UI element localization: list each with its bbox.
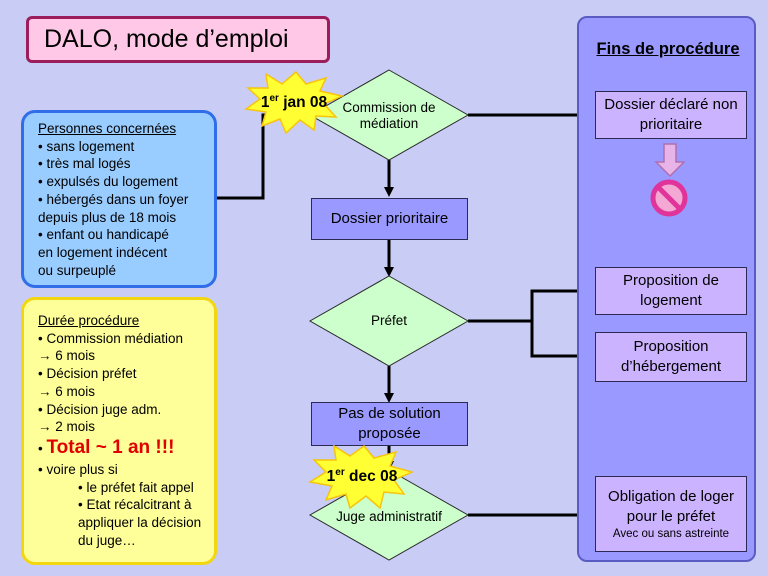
duration-condition: • le préfet fait appel [78, 479, 194, 495]
starburst-icon [244, 70, 345, 135]
duration-condition: appliquer la décision [78, 515, 202, 531]
duration-line: → 6 mois [38, 348, 96, 364]
duration-line: • Décision préfet [38, 366, 137, 382]
persons-line: ou surpeuplé [38, 262, 117, 278]
duration-line: • Commission médiation [38, 330, 184, 346]
total-bullet: • [38, 440, 47, 456]
duration-total: Total ~ 1 an !!! [46, 436, 175, 458]
duration-condition: du juge… [78, 532, 136, 548]
persons-line: depuis plus de 18 mois [38, 209, 177, 225]
juge-label: Juge administratif [336, 509, 442, 524]
persons-line: • sans logement [38, 138, 135, 154]
persons-box: Personnes concernées • sans logement • t… [21, 110, 217, 288]
ends-title: Fins de procédure [596, 40, 740, 58]
persons-line: • très mal logés [38, 156, 131, 172]
connector-prefet-hebergement [530, 321, 593, 361]
down-arrow-icon [654, 143, 686, 178]
diamond-commission [308, 69, 470, 161]
page-title: DALO, mode d’emploi [26, 16, 330, 63]
duration-box: Durée procédure • Commission médiation →… [21, 297, 217, 565]
prefet-label: Préfet [370, 313, 408, 328]
duration-heading: Durée procédure [38, 313, 140, 328]
connector-prefet-logement [468, 286, 593, 323]
starburst-icon [307, 444, 415, 510]
box-proposition-logement: Proposition de logement [595, 267, 747, 315]
box-dossier-prioritaire: Dossier prioritaire [311, 198, 468, 240]
forbidden-icon [650, 179, 688, 217]
duration-total-row: • Total ~ 1 an !!! [38, 436, 208, 461]
persons-line: en logement indécent [38, 244, 168, 260]
duration-more: • voire plus si [38, 461, 118, 477]
obligation-note: Avec ou sans astreinte [612, 528, 730, 540]
box-non-prioritaire: Dossier déclaré non prioritaire [595, 91, 747, 139]
box-obligation: Obligation de loger pour le préfet Avec … [595, 476, 747, 552]
commission-label: Commission de médiation [342, 100, 436, 131]
duration-line: → 6 mois [38, 383, 96, 399]
persons-line: • hébergés dans un foyer [38, 191, 189, 207]
duration-line: • Décision juge adm. [38, 401, 162, 417]
persons-line: • enfant ou handicapé [38, 227, 169, 243]
duration-line: → 2 mois [38, 419, 96, 435]
box-proposition-hebergement: Proposition d’hébergement [595, 332, 747, 382]
burst-dec-label: 1er dec 08 [326, 467, 398, 486]
box-pas-de-solution: Pas de solution proposée [311, 402, 468, 446]
persons-line: • expulsés du logement [38, 174, 178, 190]
persons-heading: Personnes concernées [38, 121, 177, 136]
duration-condition: • Etat récalcitrant à [78, 497, 192, 513]
burst-jan-label: 1er jan 08 [260, 93, 328, 112]
diamond-prefet [308, 275, 470, 367]
